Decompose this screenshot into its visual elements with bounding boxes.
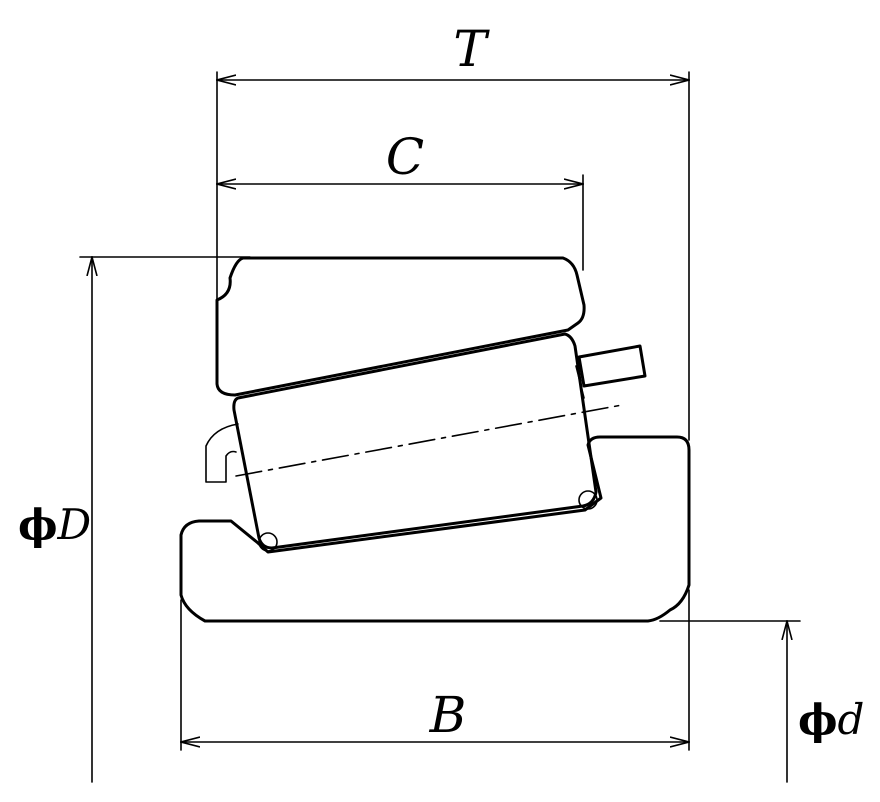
roller-axis-centerline bbox=[235, 404, 623, 477]
label-d: d bbox=[838, 695, 865, 744]
label-bore-diameter: ϕd bbox=[798, 695, 864, 744]
label-D: D bbox=[57, 500, 92, 549]
label-T: T bbox=[453, 20, 490, 78]
tapered-roller bbox=[232, 332, 598, 550]
label-outer-diameter: ϕD bbox=[18, 500, 91, 549]
phi-symbol-d: ϕ bbox=[798, 695, 838, 744]
cage-large-end bbox=[577, 344, 647, 388]
label-C: C bbox=[386, 128, 424, 186]
label-B: B bbox=[429, 686, 467, 744]
outer-ring-cup bbox=[215, 256, 586, 397]
inner-ring-cone bbox=[179, 435, 691, 623]
cage-small-end bbox=[205, 423, 239, 483]
dimension-lines bbox=[92, 80, 787, 783]
extension-lines bbox=[79, 71, 801, 751]
cage-step bbox=[575, 365, 585, 399]
phi-symbol-D: ϕ bbox=[18, 500, 58, 549]
